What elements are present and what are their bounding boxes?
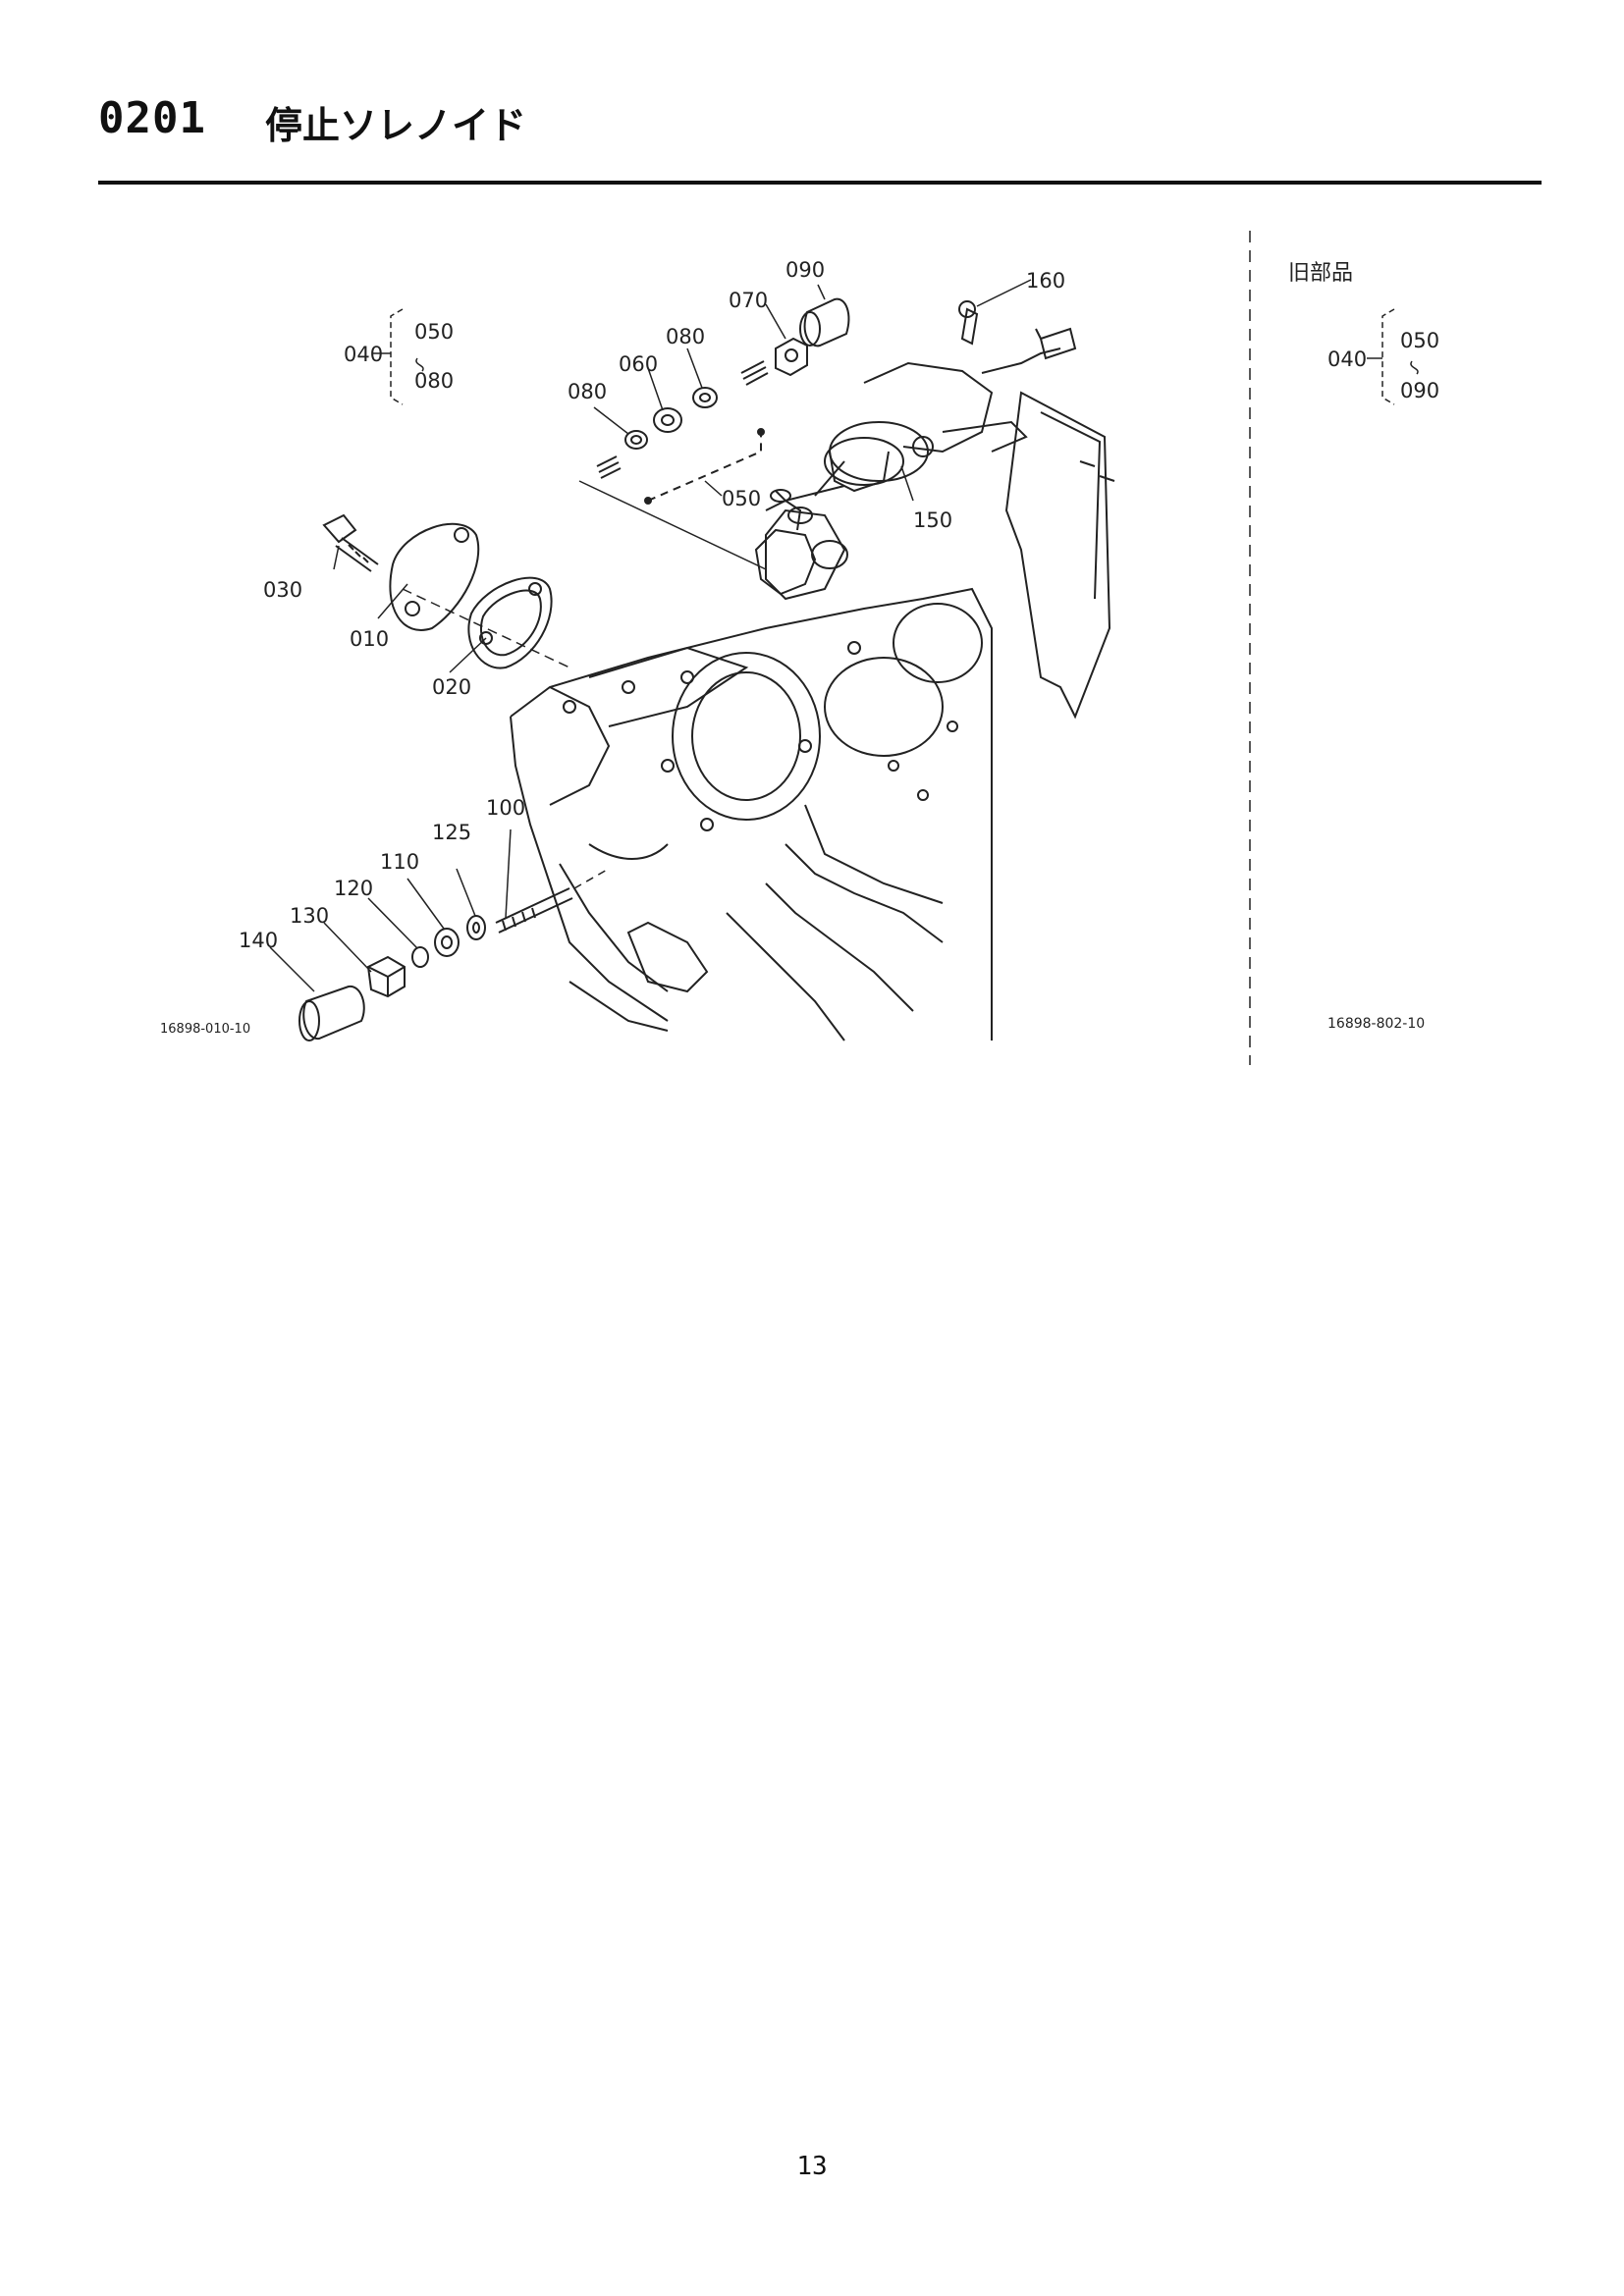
old-group-040-to: 090 [1400,379,1439,402]
old-group-040-from: 050 [1400,329,1439,352]
callout-160: 160 [1026,269,1065,293]
callout-100: 100 [486,796,525,820]
callout-130: 130 [290,904,329,928]
callout-080-lower: 080 [568,380,607,403]
group-040-from: 050 [414,320,454,344]
stud-nut-stack [298,868,610,1041]
callout-110: 110 [380,850,419,874]
callout-080-upper: 080 [666,325,705,348]
callout-140: 140 [239,929,278,952]
linkage-bracket [765,507,848,601]
parts-050-090 [578,297,850,570]
group-040-label: 040 [344,343,383,366]
callout-030: 030 [263,578,302,602]
old-group-040-label: 040 [1327,347,1367,371]
old-parts-heading: 旧部品 [1288,261,1353,286]
cover-plate-group [322,513,570,669]
engine-block [510,499,993,1041]
figure-id-main: 16898-010-10 [160,1022,250,1037]
page-number: 13 [796,2152,828,2181]
callout-090: 090 [785,258,825,282]
callout-120: 120 [334,877,373,900]
callout-125: 125 [432,821,471,844]
group-040-bracket [373,308,424,405]
callout-070: 070 [729,289,768,312]
leader-lines [269,279,1032,992]
section-title: 停止ソレノイド [265,104,527,147]
callout-060: 060 [619,352,658,376]
section-code: 0201 [98,93,206,143]
callout-050: 050 [722,487,761,510]
stop-solenoid [770,300,1115,720]
header-rule [98,181,1542,185]
page-header: 0201 停止ソレノイド [98,93,1542,147]
callout-labels: 090 160 070 080 060 080 050 150 030 010 … [160,258,1439,1037]
old-group-040-bracket [1367,308,1419,405]
group-040-to: 080 [414,369,454,393]
callout-020: 020 [432,675,471,699]
callout-010: 010 [350,627,389,651]
figure-id-old: 16898-802-10 [1327,1016,1425,1032]
callout-150: 150 [913,508,952,532]
